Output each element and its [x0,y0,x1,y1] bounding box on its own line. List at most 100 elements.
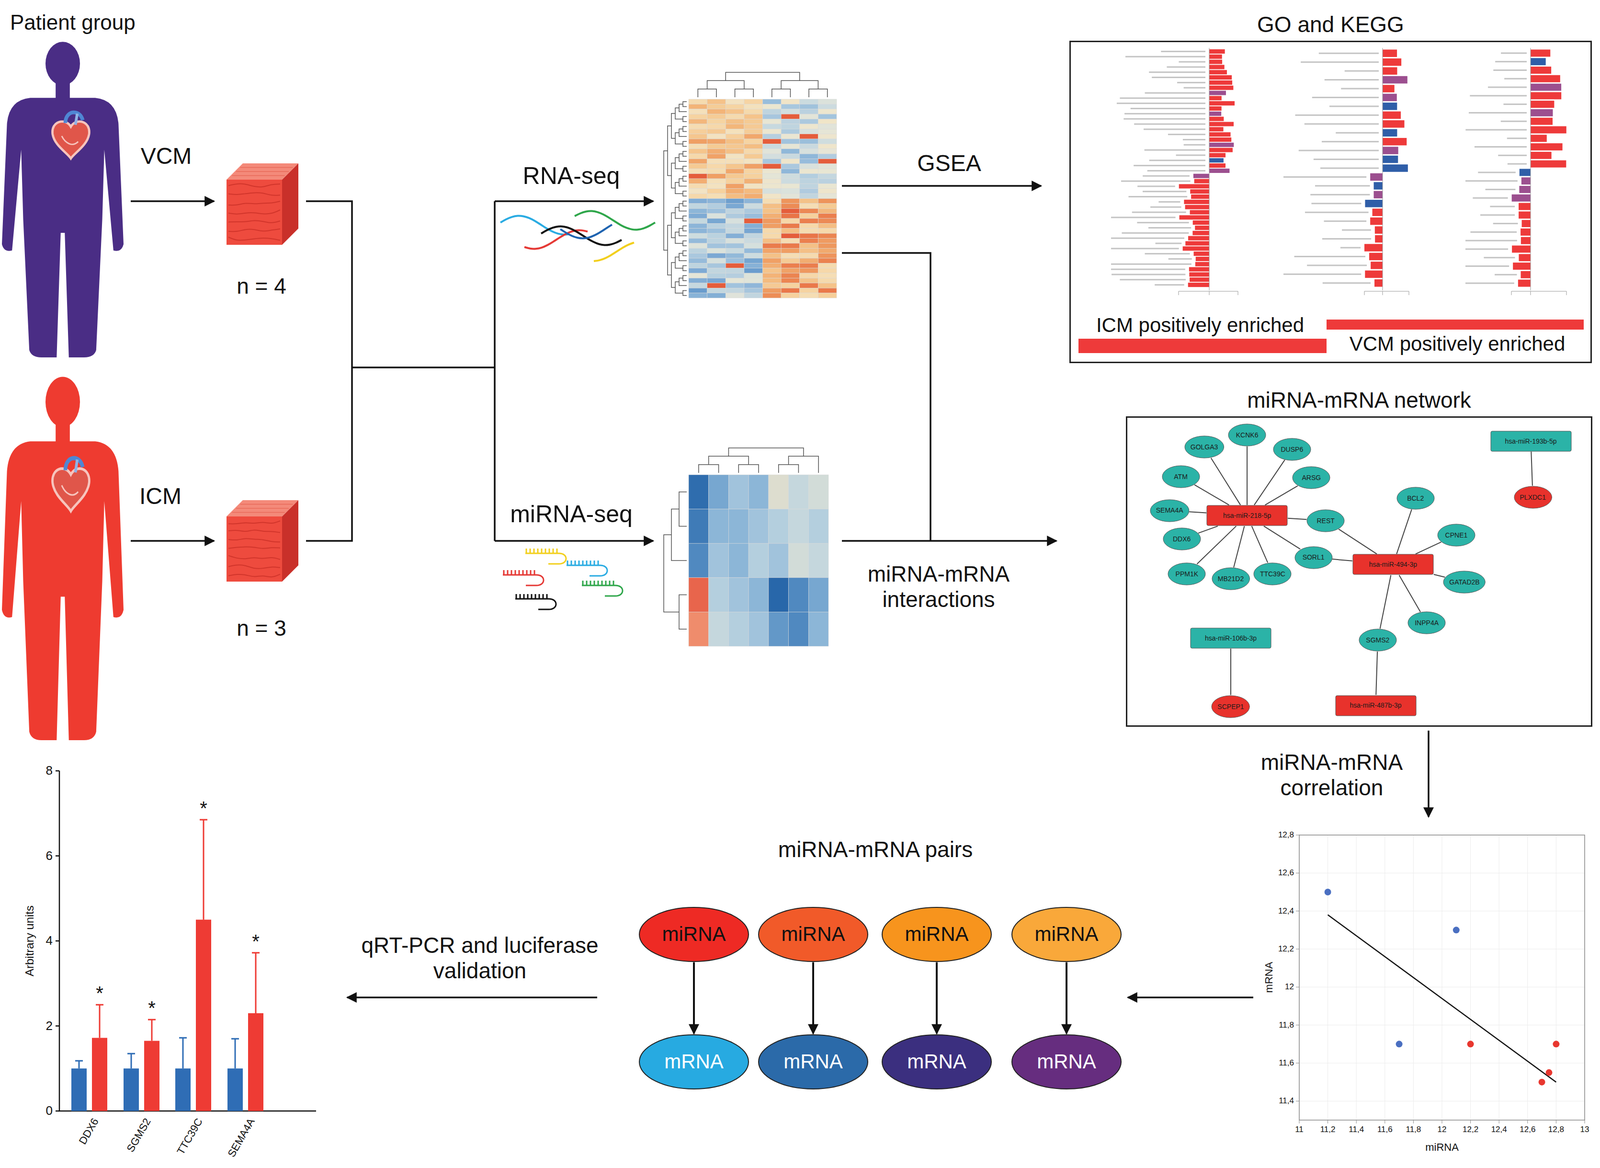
interaction-line [1531,451,1533,486]
bar [144,1040,160,1111]
enrichment-bar [1209,90,1226,95]
bar [123,1067,139,1111]
term-label-placeholder [1507,137,1527,139]
heatmap-cell [688,293,708,298]
heatmap-cell [707,287,727,293]
interaction-line [1287,518,1307,520]
enrichment-bar [1369,252,1383,261]
heatmap-cell [781,208,800,214]
heatmap-cell [725,173,745,179]
heatmap-cell [744,253,763,259]
enrichment-bar [1209,75,1232,80]
heatmap-cell [817,188,837,194]
enrichment-bar [1185,204,1210,210]
enrichment-bar [1194,225,1210,230]
axis-tick: 12,6 [1519,1124,1536,1135]
term-label-placeholder [1312,96,1379,99]
heatmap-cell [744,258,763,263]
mirna-node: hsa-miR-494-3p [1352,553,1434,575]
plot-frame [1299,834,1585,1120]
term-label-placeholder [1177,81,1206,84]
enrichment-bar [1518,203,1531,211]
enrichment-bar [1209,163,1226,168]
heatmap-cell [744,188,763,194]
enrichment-bar [1521,177,1531,185]
term-label-placeholder [1468,112,1527,114]
term-label-placeholder [1298,149,1379,152]
heatmap-cell [744,278,763,284]
flow-arrow [494,200,654,203]
dendrogram-branch [679,491,687,527]
enrichment-bar [1518,253,1531,261]
term-label-placeholder [1123,118,1206,120]
interaction-line [1198,525,1218,534]
enrichment-bar [1373,191,1383,199]
term-label-placeholder [1147,170,1206,172]
heatmap-cell [688,233,708,239]
vessel [75,459,78,473]
heatmap-cell [728,543,749,578]
enrichment-bar [1520,228,1531,236]
heatmap-cell [725,103,745,109]
dendrogram-branch [675,207,683,219]
heatmap-cell [781,243,800,249]
heatmap-cell [744,163,763,169]
column-dendrogram [698,447,819,473]
heatmap-cell [781,193,800,199]
enrichment-bar [1520,237,1531,245]
heatmap-cell [708,543,729,578]
heatmap-cell [707,128,727,134]
error-bar [199,819,208,920]
enrichment-bar [1370,173,1383,181]
enrichment-bar [1209,158,1224,163]
heatmap-cell [762,178,782,184]
mirna-node: hsa-miR-193b-5p [1490,430,1572,452]
heatmap-cell [788,543,809,578]
coronary [61,485,79,495]
heatmap-cell [799,153,819,159]
pair-arrow [812,962,815,1034]
term-label-placeholder [1155,242,1182,244]
enrichment-bar [1209,137,1232,142]
heatmap-cell [762,119,782,125]
pair-arrow [692,962,695,1034]
enrichment-bar [1209,152,1226,158]
node-label: hsa-miR-487b-3p [1349,701,1402,709]
heatmap-cell [808,543,829,578]
term-label-placeholder [1182,138,1206,141]
dendrogram-branch [675,107,683,119]
node-ellipse [1514,486,1552,509]
term-label-placeholder [1300,61,1379,63]
node-ellipse [1407,611,1446,634]
heatmap-cell [762,287,782,293]
dendrogram-branch [671,113,676,139]
node-ellipse [1292,466,1330,489]
tissue-sample [226,499,299,582]
node-label: mRNA [664,1049,724,1073]
heatmap-cell [725,253,745,259]
interaction-line [1396,509,1412,554]
enrichment-bar [1209,54,1223,59]
term-label-placeholder [1119,97,1206,99]
term-label-placeholder [1304,123,1379,125]
term-label-placeholder [1149,159,1206,161]
heatmap-cell [781,238,800,244]
axis-tick-mark [1498,1119,1500,1124]
heatmap-cell [788,474,809,510]
gene-node: TTC39C [1253,562,1292,586]
enrichment-bar [1382,67,1398,75]
node-ellipse [1150,499,1190,522]
heatmap-cell [817,158,837,164]
dendrogram-branch [663,150,668,251]
split-line [493,201,496,541]
enrichment-bar [1511,245,1531,253]
interaction-line [1254,459,1285,505]
enrichment-bar [1209,106,1222,111]
enrichment-bar [1188,236,1210,241]
node-ellipse [1162,465,1200,488]
heatmap-cell [799,183,819,189]
heatmap-cell [762,143,782,149]
heatmap-cell [707,238,727,244]
heatmap-cell [725,178,745,184]
heatmap-cell [688,158,708,164]
